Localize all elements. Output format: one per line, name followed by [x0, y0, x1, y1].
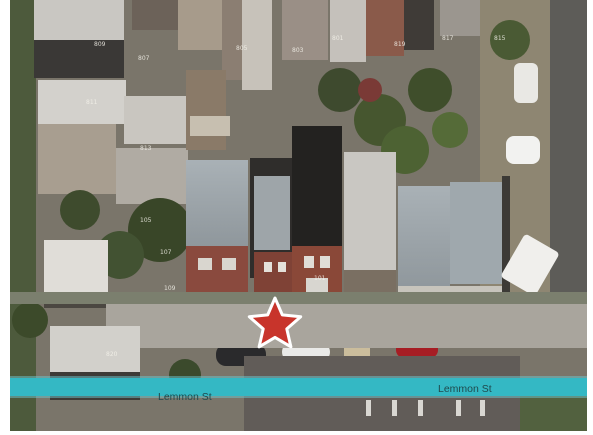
parcel-labels: 809 807 805 803 801 819 817 815 811 813 … — [86, 35, 506, 358]
parcel-label: 109 — [164, 285, 176, 292]
parcel-label: 107 — [160, 249, 172, 256]
parcel-label: 105 — [140, 217, 152, 224]
parcel-label: 820 — [106, 351, 118, 358]
left-vegetation — [10, 0, 36, 431]
building-bottom-left — [50, 326, 140, 372]
street-label-right: Lemmon St — [438, 383, 492, 395]
parcel-label: 817 — [442, 35, 454, 42]
parcel-label: 801 — [332, 35, 344, 42]
lemmon-street — [10, 378, 587, 396]
right-alley — [550, 0, 587, 300]
parcel-label: 807 — [138, 55, 150, 62]
parcel-label: 803 — [292, 47, 304, 54]
parcel-label: 805 — [236, 45, 248, 52]
top-row-houses — [34, 0, 480, 90]
satellite-map[interactable]: Lemmon St Lemmon St 809 807 805 803 801 … — [10, 0, 587, 431]
sidewalk — [10, 292, 587, 304]
parcel-label: 101 — [314, 275, 326, 282]
parcel-label: 811 — [86, 99, 98, 106]
row-houses — [44, 126, 510, 308]
parcel-label: 815 — [494, 35, 506, 42]
parcel-label: 813 — [140, 145, 152, 152]
trees — [12, 20, 530, 391]
star-icon[interactable] — [247, 296, 303, 349]
middle-buildings — [38, 70, 230, 204]
parcel-label: 809 — [94, 41, 106, 48]
street-label-left: Lemmon St — [158, 391, 212, 403]
parcel-label: 819 — [394, 41, 406, 48]
alley-road — [106, 304, 587, 348]
roof-vents — [366, 400, 485, 416]
